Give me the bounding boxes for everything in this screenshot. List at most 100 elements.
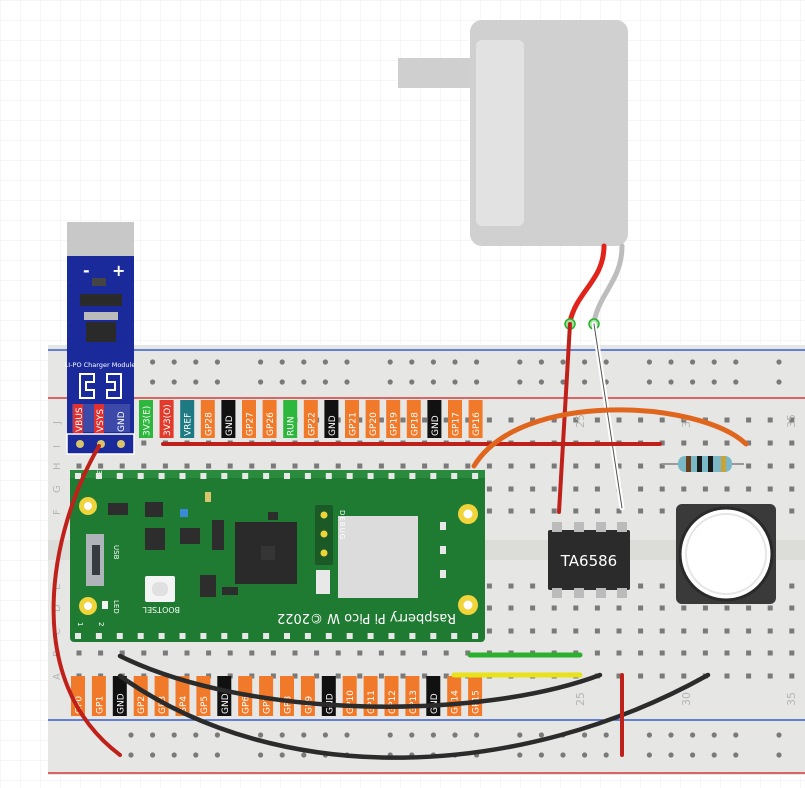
breadboard-hole bbox=[357, 463, 363, 469]
rail-hole bbox=[301, 379, 307, 385]
pin-label-text: GP10 bbox=[346, 690, 356, 714]
pin-label-bottom: GND bbox=[321, 676, 336, 716]
pin-label-bottom: GP11 bbox=[363, 676, 378, 716]
pin-label-top: GP17 bbox=[448, 400, 462, 438]
breadboard-hole bbox=[292, 650, 298, 656]
breadboard-hole bbox=[746, 417, 752, 423]
breadboard-hole bbox=[249, 463, 255, 469]
charger-pin-vbus: VBUS bbox=[75, 407, 85, 432]
breadboard-hole bbox=[616, 417, 622, 423]
pin-label-bottom: GP9 bbox=[300, 676, 315, 716]
rail-hole bbox=[279, 359, 285, 365]
rail-hole bbox=[690, 379, 696, 385]
breadboard-hole bbox=[141, 463, 147, 469]
header-pin bbox=[116, 633, 123, 639]
breadboard-hole bbox=[335, 650, 341, 656]
header-pin bbox=[430, 473, 437, 479]
rail-hole bbox=[538, 359, 545, 365]
header-pin bbox=[367, 473, 374, 479]
pin-label-top: GP26 bbox=[262, 400, 277, 438]
breadboard-hole bbox=[508, 417, 514, 423]
breadboard-hole bbox=[767, 605, 773, 611]
pin-label-bottom: GP13 bbox=[405, 676, 420, 716]
header-pin bbox=[158, 473, 165, 479]
breadboard-hole bbox=[594, 628, 600, 634]
pin-number-2: 2 bbox=[97, 622, 105, 626]
pin-label-text: GP8 bbox=[284, 696, 294, 714]
wire-white-motor-chip bbox=[593, 323, 623, 509]
rail-hole bbox=[646, 359, 653, 365]
breadboard-hole bbox=[767, 463, 773, 469]
col-number-25-top: 25 bbox=[574, 414, 587, 428]
breadboard-hole bbox=[551, 628, 557, 634]
wire-orange bbox=[471, 407, 749, 469]
breadboard-hole bbox=[486, 583, 492, 589]
breadboard-hole bbox=[638, 417, 644, 423]
breadboard-hole bbox=[573, 417, 579, 423]
breadboard-hole bbox=[789, 583, 795, 589]
breadboard-hole bbox=[314, 673, 320, 679]
pin-label-top: GP28 bbox=[200, 400, 215, 438]
rail-hole bbox=[409, 379, 415, 385]
rail-hole bbox=[214, 752, 220, 758]
breadboard-hole bbox=[400, 417, 406, 423]
breadboard-hole bbox=[443, 417, 449, 423]
rail-hole bbox=[582, 359, 588, 365]
breadboard-hole bbox=[767, 673, 773, 679]
rail-hole bbox=[517, 359, 523, 365]
rail-hole bbox=[150, 752, 156, 758]
header-pin bbox=[346, 633, 353, 639]
breadboard-hole bbox=[270, 463, 276, 469]
column-numbers: 25 30 35 25 30 35 bbox=[574, 414, 798, 706]
header-pin bbox=[346, 473, 353, 479]
breadboard-hole bbox=[227, 650, 233, 656]
rail-hole bbox=[582, 732, 588, 738]
header-pin bbox=[75, 473, 81, 479]
rail-hole bbox=[603, 732, 609, 738]
breadboard-hole bbox=[508, 463, 514, 469]
breadboard-hole bbox=[681, 486, 687, 492]
breadboard-hole bbox=[249, 650, 255, 656]
pin-label-text: GP1 bbox=[95, 696, 105, 714]
breadboard-hole bbox=[530, 583, 536, 589]
header-pin bbox=[179, 473, 186, 479]
pin-label-text: GP20 bbox=[369, 412, 379, 436]
breadboard-hole bbox=[638, 650, 644, 656]
header-pin bbox=[95, 633, 102, 639]
header-pin bbox=[158, 633, 165, 639]
breadboard-hole bbox=[789, 508, 795, 514]
pin-label-text: GND bbox=[225, 415, 235, 436]
pin-label-text: 3V3(O) bbox=[163, 404, 173, 436]
breadboard-hole bbox=[162, 463, 168, 469]
push-button[interactable] bbox=[676, 504, 776, 604]
resistor bbox=[662, 456, 744, 472]
breadboard-hole bbox=[422, 650, 428, 656]
breadboard-hole bbox=[530, 463, 536, 469]
breadboard-hole bbox=[638, 628, 644, 634]
breadboard-hole bbox=[767, 628, 773, 634]
pin-label-top: GP20 bbox=[365, 400, 380, 438]
breadboard-hole bbox=[702, 486, 708, 492]
rail-hole bbox=[344, 732, 350, 738]
wire-red-motor-chip bbox=[557, 322, 572, 514]
breadboard-hole bbox=[573, 463, 579, 469]
rail-hole bbox=[776, 732, 782, 738]
pin-label-text: GP7 bbox=[263, 696, 273, 714]
pin-label-text: GND bbox=[221, 693, 231, 714]
push-button-cap[interactable] bbox=[678, 506, 774, 602]
resistor-body bbox=[678, 456, 732, 472]
breadboard-hole bbox=[486, 508, 492, 514]
pin-label-bottom: GND bbox=[217, 676, 232, 716]
rail-hole bbox=[409, 359, 415, 365]
header-pin bbox=[137, 633, 144, 639]
dc-motor bbox=[398, 20, 628, 246]
pin-label-top: GND bbox=[427, 400, 442, 438]
breadboard-hole bbox=[357, 417, 363, 423]
rail-hole bbox=[517, 732, 523, 738]
breadboard-hole bbox=[594, 463, 600, 469]
breadboard-hole bbox=[746, 650, 752, 656]
rail-hole bbox=[517, 379, 523, 385]
pin-label-top: 3V3(E) bbox=[139, 400, 153, 438]
rail-hole bbox=[733, 752, 739, 758]
